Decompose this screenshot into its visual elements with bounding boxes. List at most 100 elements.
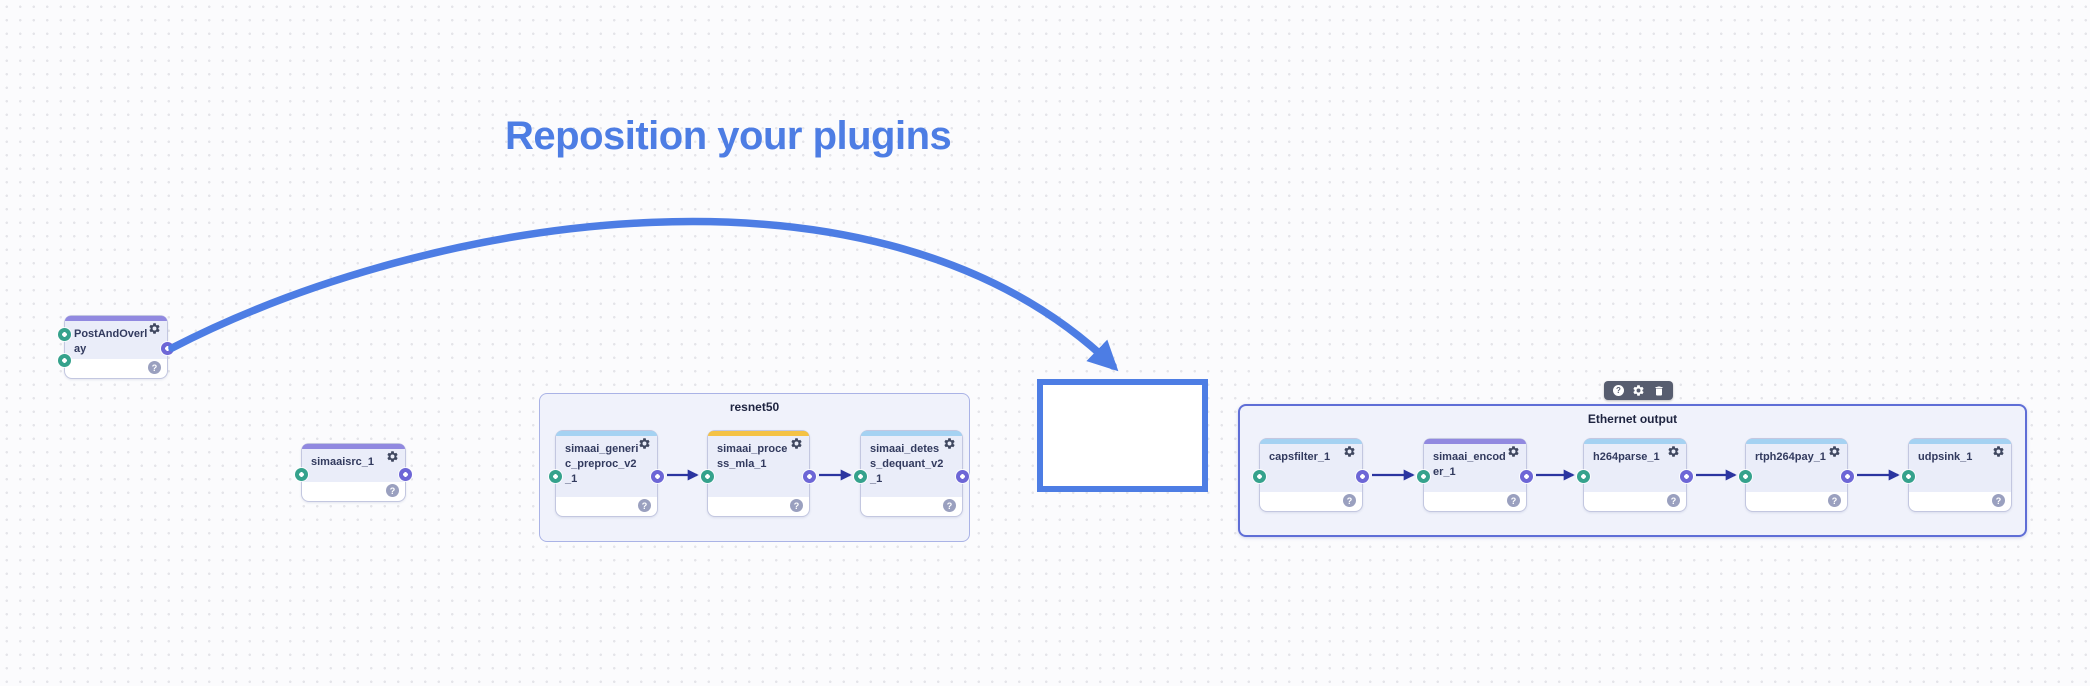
group-toolbar: ? [1604, 381, 1673, 400]
canvas-title: Reposition your plugins [505, 114, 952, 158]
node-header [1424, 439, 1526, 492]
group-label: resnet50 [729, 400, 780, 414]
output-port[interactable] [803, 469, 816, 483]
node-color-bar [65, 316, 167, 321]
node-title: rtph264pay_1 [1755, 451, 1826, 463]
gear-icon[interactable] [386, 450, 399, 463]
node-header [1260, 439, 1362, 492]
gear-glyph [149, 323, 160, 334]
node-title: simaai_encoder_1 [1433, 451, 1506, 478]
plugin-node-udpsink_1[interactable]: udpsink_1? [1902, 438, 2012, 512]
node-color-bar [556, 431, 657, 436]
gear-icon[interactable] [943, 437, 956, 450]
node-header [302, 444, 405, 482]
output-port[interactable] [1841, 469, 1854, 483]
node-title: simaai_process_mla_1 [717, 443, 788, 470]
gear-icon[interactable] [1343, 445, 1356, 458]
output-port[interactable] [1520, 469, 1533, 483]
gear-glyph [387, 451, 398, 462]
help-icon[interactable]: ? [1828, 494, 1841, 507]
plugin-node-postandoverlay[interactable]: PostAndOverlay? [58, 315, 174, 379]
node-header [65, 316, 167, 359]
help-icon[interactable]: ? [1507, 494, 1520, 507]
node-title: simaai_generic_preproc_v2_1 [565, 443, 639, 485]
input-port[interactable] [701, 469, 714, 483]
gear-glyph [639, 438, 650, 449]
node-color-bar [302, 444, 405, 449]
output-port[interactable] [161, 341, 174, 355]
gear-glyph [1344, 446, 1355, 457]
output-port[interactable] [399, 467, 412, 481]
help-icon[interactable]: ? [386, 484, 399, 497]
node-header [1746, 439, 1847, 492]
gear-icon[interactable] [1507, 445, 1520, 458]
input-port[interactable] [549, 469, 562, 483]
drop-target-box[interactable] [1037, 379, 1208, 492]
output-port[interactable] [651, 469, 664, 483]
plugin-node-rtph264pay_1[interactable]: rtph264pay_1? [1739, 438, 1854, 512]
input-port[interactable] [854, 469, 867, 483]
gear-glyph [791, 438, 802, 449]
help-icon[interactable]: ? [1612, 384, 1625, 397]
help-icon[interactable]: ? [943, 499, 956, 512]
gear-glyph [1668, 446, 1679, 457]
help-icon[interactable]: ? [1992, 494, 2005, 507]
node-header [1909, 439, 2011, 492]
gear-glyph [1993, 446, 2004, 457]
gear-icon[interactable] [1992, 445, 2005, 458]
node-color-bar [1424, 439, 1526, 444]
node-title: simaaisrc_1 [311, 456, 374, 468]
gear-glyph [1633, 385, 1644, 396]
help-icon[interactable]: ? [1667, 494, 1680, 507]
gear-icon[interactable] [1667, 445, 1680, 458]
help-icon[interactable]: ? [638, 499, 651, 512]
plugin-node-simaai_process_mla_1[interactable]: simaai_process_mla_1? [701, 430, 816, 517]
plugin-node-simaai_detess_dequant_v2_1[interactable]: simaai_detess_dequant_v2_1? [854, 430, 969, 517]
help-icon[interactable]: ? [790, 499, 803, 512]
gear-glyph [944, 438, 955, 449]
plugin-node-simaai_generic_preproc_v2_1[interactable]: simaai_generic_preproc_v2_1? [549, 430, 664, 517]
gear-glyph [1829, 446, 1840, 457]
node-title: h264parse_1 [1593, 451, 1660, 463]
input-port[interactable] [58, 327, 71, 341]
node-title: PostAndOverlay [74, 328, 148, 355]
plugin-node-capsfilter_1[interactable]: capsfilter_1? [1253, 438, 1369, 512]
gear-icon[interactable] [1828, 445, 1841, 458]
trash-icon[interactable] [1652, 384, 1665, 397]
trash-glyph [1655, 386, 1662, 395]
node-color-bar [1584, 439, 1686, 444]
gear-icon[interactable] [148, 322, 161, 335]
node-color-bar [1260, 439, 1362, 444]
input-port[interactable] [1902, 469, 1915, 483]
plugin-node-simaaisrc_1[interactable]: simaaisrc_1? [295, 443, 412, 502]
gear-icon[interactable] [638, 437, 651, 450]
node-color-bar [1909, 439, 2011, 444]
reposition-arrow [168, 217, 1119, 372]
help-icon[interactable]: ? [148, 361, 161, 374]
gear-icon[interactable] [1632, 384, 1645, 397]
input-port[interactable] [1417, 469, 1430, 483]
input-port[interactable] [1739, 469, 1752, 483]
output-port[interactable] [956, 469, 969, 483]
input-port[interactable] [1253, 469, 1266, 483]
output-port[interactable] [1356, 469, 1369, 483]
gear-icon[interactable] [790, 437, 803, 450]
node-color-bar [708, 431, 809, 436]
node-title: udpsink_1 [1918, 451, 1973, 463]
input-port[interactable] [1577, 469, 1590, 483]
plugin-node-h264parse_1[interactable]: h264parse_1? [1577, 438, 1693, 512]
help-icon[interactable]: ? [1343, 494, 1356, 507]
input-port[interactable] [295, 467, 308, 481]
node-title: capsfilter_1 [1269, 451, 1331, 463]
node-header [1584, 439, 1686, 492]
node-title: simaai_detess_dequant_v2_1 [870, 443, 944, 485]
plugin-node-simaai_encoder_1[interactable]: simaai_encoder_1? [1417, 438, 1533, 512]
gear-glyph [1508, 446, 1519, 457]
input-port[interactable] [58, 353, 71, 367]
node-color-bar [1746, 439, 1847, 444]
output-port[interactable] [1680, 469, 1693, 483]
node-color-bar [861, 431, 962, 436]
